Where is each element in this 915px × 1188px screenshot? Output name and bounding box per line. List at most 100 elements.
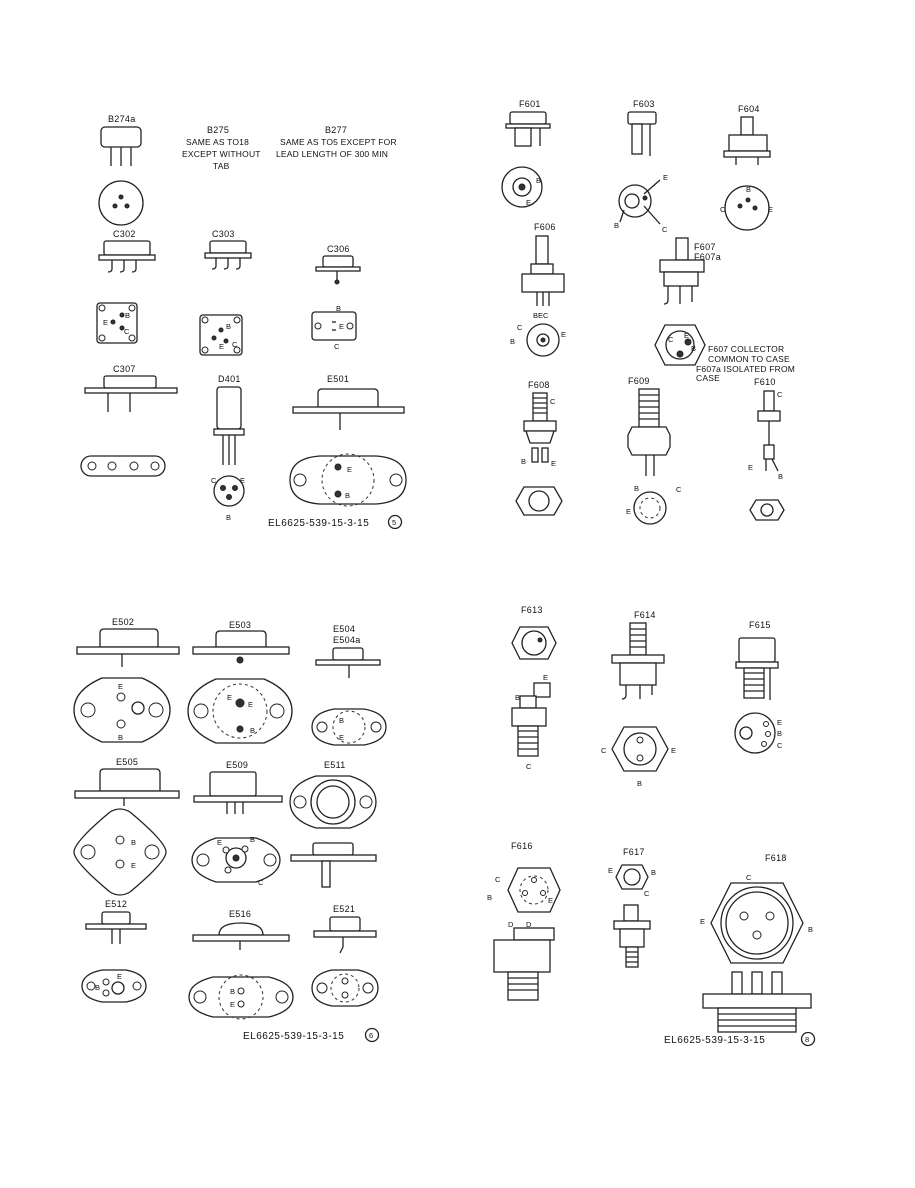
svg-text:C: C <box>258 878 264 887</box>
svg-text:E: E <box>748 463 753 472</box>
drawing-e505 <box>73 768 180 896</box>
label-f603: F603 <box>633 99 655 109</box>
drawing-f604 <box>723 116 771 231</box>
svg-text:E: E <box>768 205 773 214</box>
svg-text:C: C <box>211 476 217 485</box>
drawing-d401 <box>213 386 245 507</box>
svg-text:SAME AS TO18: SAME AS TO18 <box>186 137 249 147</box>
drawing-f610 <box>749 390 785 521</box>
svg-text:B: B <box>651 868 656 877</box>
svg-text:B275: B275 <box>207 125 229 135</box>
svg-text:E: E <box>526 198 531 207</box>
svg-text:C: C <box>777 741 783 750</box>
svg-text:B: B <box>118 733 123 742</box>
svg-text:E: E <box>339 322 344 331</box>
drawing-f607 <box>654 237 706 366</box>
drawing-f618 <box>702 882 812 1033</box>
svg-text:E: E <box>219 342 224 351</box>
b277-note: B277 SAME AS TO5 EXCEPT FOR LEAD LENGTH … <box>276 125 397 159</box>
svg-text:E: E <box>230 1000 235 1009</box>
svg-text:B: B <box>487 893 492 902</box>
b275-note: B275 SAME AS TO18 EXCEPT WITHOUT TAB <box>182 125 261 171</box>
svg-text:B277: B277 <box>325 125 347 135</box>
svg-text:B: B <box>634 484 639 493</box>
svg-text:E: E <box>700 917 705 926</box>
drawing-c306 <box>311 255 361 341</box>
label-c306: C306 <box>327 244 350 254</box>
label-e511: E511 <box>324 760 346 770</box>
label-e512: E512 <box>105 899 127 909</box>
label-e504: E504 <box>333 624 355 634</box>
drawing-c303 <box>199 240 252 356</box>
svg-text:F607a ISOLATED FROM: F607a ISOLATED FROM <box>696 364 795 374</box>
svg-text:C: C <box>517 323 523 332</box>
svg-text:B: B <box>778 472 783 481</box>
svg-text:BEC: BEC <box>533 311 549 320</box>
svg-text:E: E <box>548 896 553 905</box>
svg-text:E: E <box>561 330 566 339</box>
svg-text:C: C <box>550 397 556 406</box>
drawing-f616 <box>493 867 561 1001</box>
svg-text:6: 6 <box>369 1031 373 1040</box>
label-e509: E509 <box>226 760 248 770</box>
label-f613: F613 <box>521 605 543 615</box>
svg-text:E: E <box>217 838 222 847</box>
svg-text:C: C <box>777 390 783 399</box>
drawing-f615 <box>734 637 779 754</box>
svg-text:B: B <box>125 311 130 320</box>
figure-id-6: EL6625-539-15-3-15 6 <box>243 1027 380 1043</box>
svg-text:C: C <box>124 327 130 336</box>
label-c302: C302 <box>113 229 136 239</box>
svg-text:B: B <box>691 344 696 353</box>
label-f609: F609 <box>628 376 650 386</box>
svg-text:B: B <box>131 838 136 847</box>
svg-text:C: C <box>746 873 752 882</box>
svg-text:8: 8 <box>805 1035 809 1044</box>
label-f615: F615 <box>749 620 771 630</box>
svg-text:CASE: CASE <box>696 373 720 383</box>
svg-text:E: E <box>131 861 136 870</box>
svg-text:B: B <box>345 491 350 500</box>
label-e504a: E504a <box>333 635 361 645</box>
drawing-f613 <box>511 626 557 757</box>
svg-text:B: B <box>521 457 526 466</box>
svg-text:E: E <box>671 746 676 755</box>
label-e501: E501 <box>327 374 349 384</box>
svg-text:F607 COLLECTOR: F607 COLLECTOR <box>708 344 784 354</box>
svg-text:B: B <box>637 779 642 788</box>
label-f610: F610 <box>754 377 776 387</box>
drawing-f609 <box>627 388 671 525</box>
svg-text:5: 5 <box>392 518 396 527</box>
drawing-e509 <box>191 771 283 883</box>
panel-b: F601 B E F603 E B C F604 B C E F606 BEC … <box>501 99 795 525</box>
figure-id-5: EL6625-539-15-3-15 5 <box>268 514 403 530</box>
svg-text:B: B <box>250 726 255 735</box>
svg-text:EXCEPT WITHOUT: EXCEPT WITHOUT <box>182 149 261 159</box>
svg-text:C: C <box>662 225 668 234</box>
svg-text:C: C <box>676 485 682 494</box>
svg-text:B: B <box>777 729 782 738</box>
svg-text:E: E <box>626 507 631 516</box>
label-f604: F604 <box>738 104 760 114</box>
svg-text:B: B <box>230 987 235 996</box>
svg-text:EL6625-539-15-3-15: EL6625-539-15-3-15 <box>243 1031 344 1042</box>
label-d401: D401 <box>218 374 241 384</box>
svg-text:B: B <box>226 513 231 522</box>
label-e503: E503 <box>229 620 251 630</box>
drawing-f614 <box>611 622 669 772</box>
svg-text:B: B <box>614 221 619 230</box>
svg-text:C: C <box>334 342 340 351</box>
svg-text:E: E <box>103 318 108 327</box>
label-f601: F601 <box>519 99 541 109</box>
label-f606: F606 <box>534 222 556 232</box>
drawing-e511 <box>289 775 377 888</box>
label-f618: F618 <box>765 853 787 863</box>
svg-text:E: E <box>117 972 122 981</box>
svg-text:D: D <box>526 920 532 929</box>
svg-text:C: C <box>526 762 532 771</box>
label-f607a: F607a <box>694 252 721 262</box>
drawing-e503 <box>187 630 293 744</box>
drawing-c302 <box>96 240 156 344</box>
drawing-e502 <box>73 628 180 743</box>
